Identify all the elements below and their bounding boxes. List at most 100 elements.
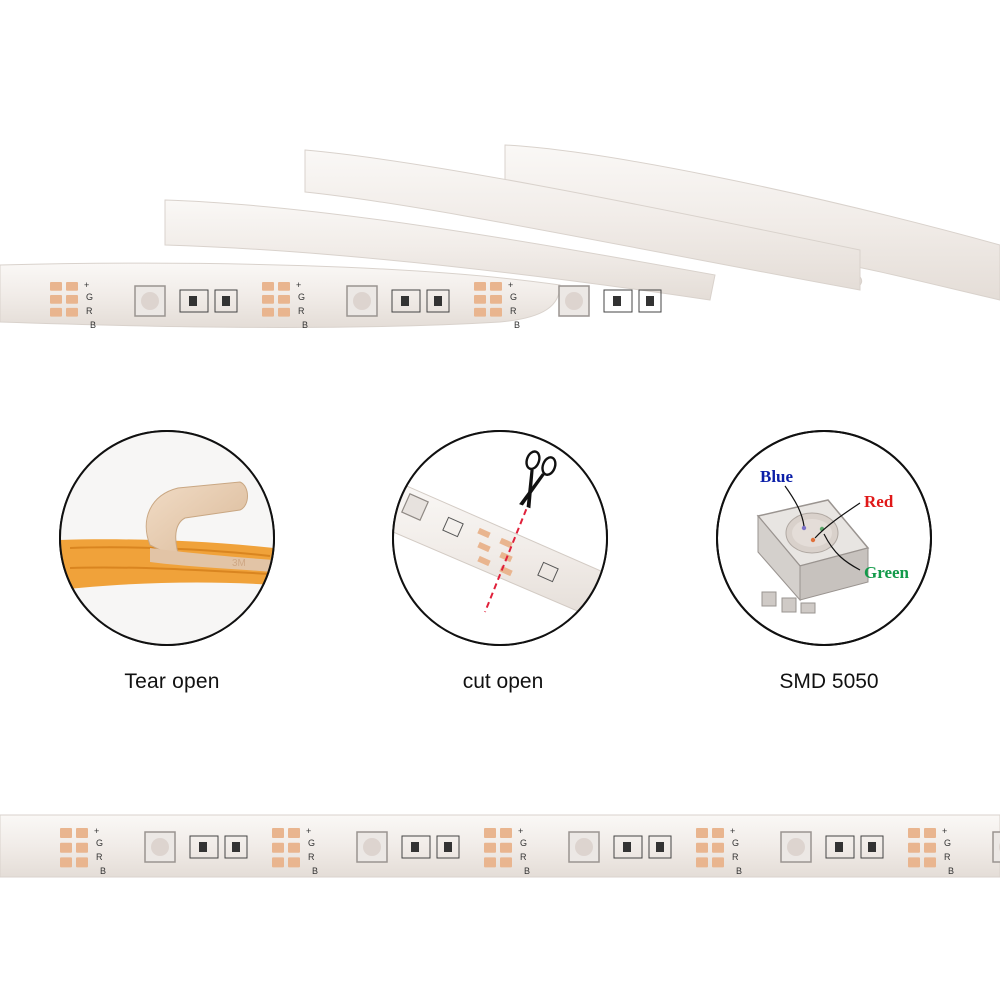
caption-tear-open: Tear open [124, 670, 219, 693]
led-lens [787, 838, 805, 856]
copper-pad [288, 842, 300, 853]
copper-pad [500, 857, 512, 868]
strip-mark-g: G [520, 838, 527, 848]
label-blue: Blue [760, 467, 794, 486]
resistor-pad [860, 835, 884, 859]
strip-unit: +GRB [484, 826, 672, 876]
strip-mark-r: R [86, 306, 93, 316]
resistor [646, 296, 654, 306]
resistor [222, 296, 230, 306]
led-lens [565, 292, 583, 310]
copper-pad [262, 294, 274, 304]
strip-mark-g: G [732, 838, 739, 848]
backing-tape [145, 481, 248, 561]
caption-smd-5050: SMD 5050 [779, 670, 878, 693]
copper-pad [66, 307, 78, 317]
copper-pad [696, 842, 708, 853]
strip-mark-plus: + [942, 826, 947, 836]
copper-pad [60, 857, 72, 868]
copper-pad [262, 282, 274, 291]
cut-line [484, 499, 531, 613]
copper-pad [262, 307, 274, 317]
resistor [835, 842, 843, 852]
led-lens [363, 838, 381, 856]
copper-pad [272, 857, 284, 868]
strip-unit: +GRB [474, 280, 662, 330]
copper-pad [76, 857, 88, 868]
copper-pad [60, 828, 72, 838]
copper-pad [66, 282, 78, 291]
copper-pad [484, 842, 496, 853]
resistor [189, 296, 197, 306]
copper-pad [484, 828, 496, 838]
label-green: Green [864, 563, 910, 582]
led-lens [141, 292, 159, 310]
strip-mark-b: B [90, 320, 96, 330]
resistor [434, 296, 442, 306]
strip-mark-plus: + [296, 280, 301, 290]
copper-pad [66, 294, 78, 304]
strip-mark-g: G [96, 838, 103, 848]
strip-unit: +GRB [60, 826, 248, 876]
strip-mark-plus: + [518, 826, 523, 836]
strip-mark-r: R [96, 852, 103, 862]
cut-open-panel [392, 430, 608, 646]
strip-mark-plus: + [508, 280, 513, 290]
strip-unit: +GRB [908, 826, 1000, 876]
copper-pad [500, 842, 512, 853]
strip-mark-r: R [308, 852, 315, 862]
strip-unit: + GRB [272, 826, 460, 876]
resistor-pad [391, 289, 421, 313]
copper-pad [288, 857, 300, 868]
strip-mark-g: G [308, 838, 315, 848]
resistor [401, 296, 409, 306]
copper-pad [50, 282, 62, 291]
strip-mark-r: R [944, 852, 951, 862]
copper-pad [272, 842, 284, 853]
strip-unit: +GRB [696, 826, 884, 876]
strip-mark-b: B [736, 866, 742, 876]
strip-mark-plus: + [84, 280, 89, 290]
strip-mark-b: B [100, 866, 106, 876]
strip-mark-b: B [948, 866, 954, 876]
copper-pad [278, 294, 290, 304]
led-chip [992, 831, 1000, 863]
copper-pad [908, 842, 920, 853]
copper-pad [712, 842, 724, 853]
copper-pad [696, 857, 708, 868]
strip-mark-plus: + [306, 826, 311, 836]
svg-text:3M: 3M [232, 558, 246, 569]
copper-pad [924, 842, 936, 853]
resistor [199, 842, 207, 852]
copper-pad [500, 828, 512, 838]
strip-mark-plus: + [730, 826, 735, 836]
led-lens [151, 838, 169, 856]
copper-pad [474, 294, 486, 304]
copper-pad [272, 828, 284, 838]
led-lens [353, 292, 371, 310]
strip-mark-g: G [298, 292, 305, 302]
led-lens [575, 838, 593, 856]
copper-pad [490, 294, 502, 304]
copper-pad [60, 842, 72, 853]
copper-pad [76, 842, 88, 853]
resistor [868, 842, 876, 852]
resistor-pad [426, 289, 450, 313]
resistor-pad [214, 289, 238, 313]
resistor-pad [189, 835, 219, 859]
copper-pad [76, 828, 88, 838]
strip-mark-b: B [312, 866, 318, 876]
strip-mark-g: G [510, 292, 517, 302]
resistor-pad [613, 835, 643, 859]
resistor [444, 842, 452, 852]
copper-pad [50, 307, 62, 317]
resistor [623, 842, 631, 852]
copper-pad [712, 828, 724, 838]
strip-mark-b: B [302, 320, 308, 330]
strip-mark-g: G [86, 292, 93, 302]
tear-open-panel: 3M [59, 430, 275, 646]
resistor [613, 296, 621, 306]
resistor-pad [436, 835, 460, 859]
resistor-pad [603, 289, 633, 313]
